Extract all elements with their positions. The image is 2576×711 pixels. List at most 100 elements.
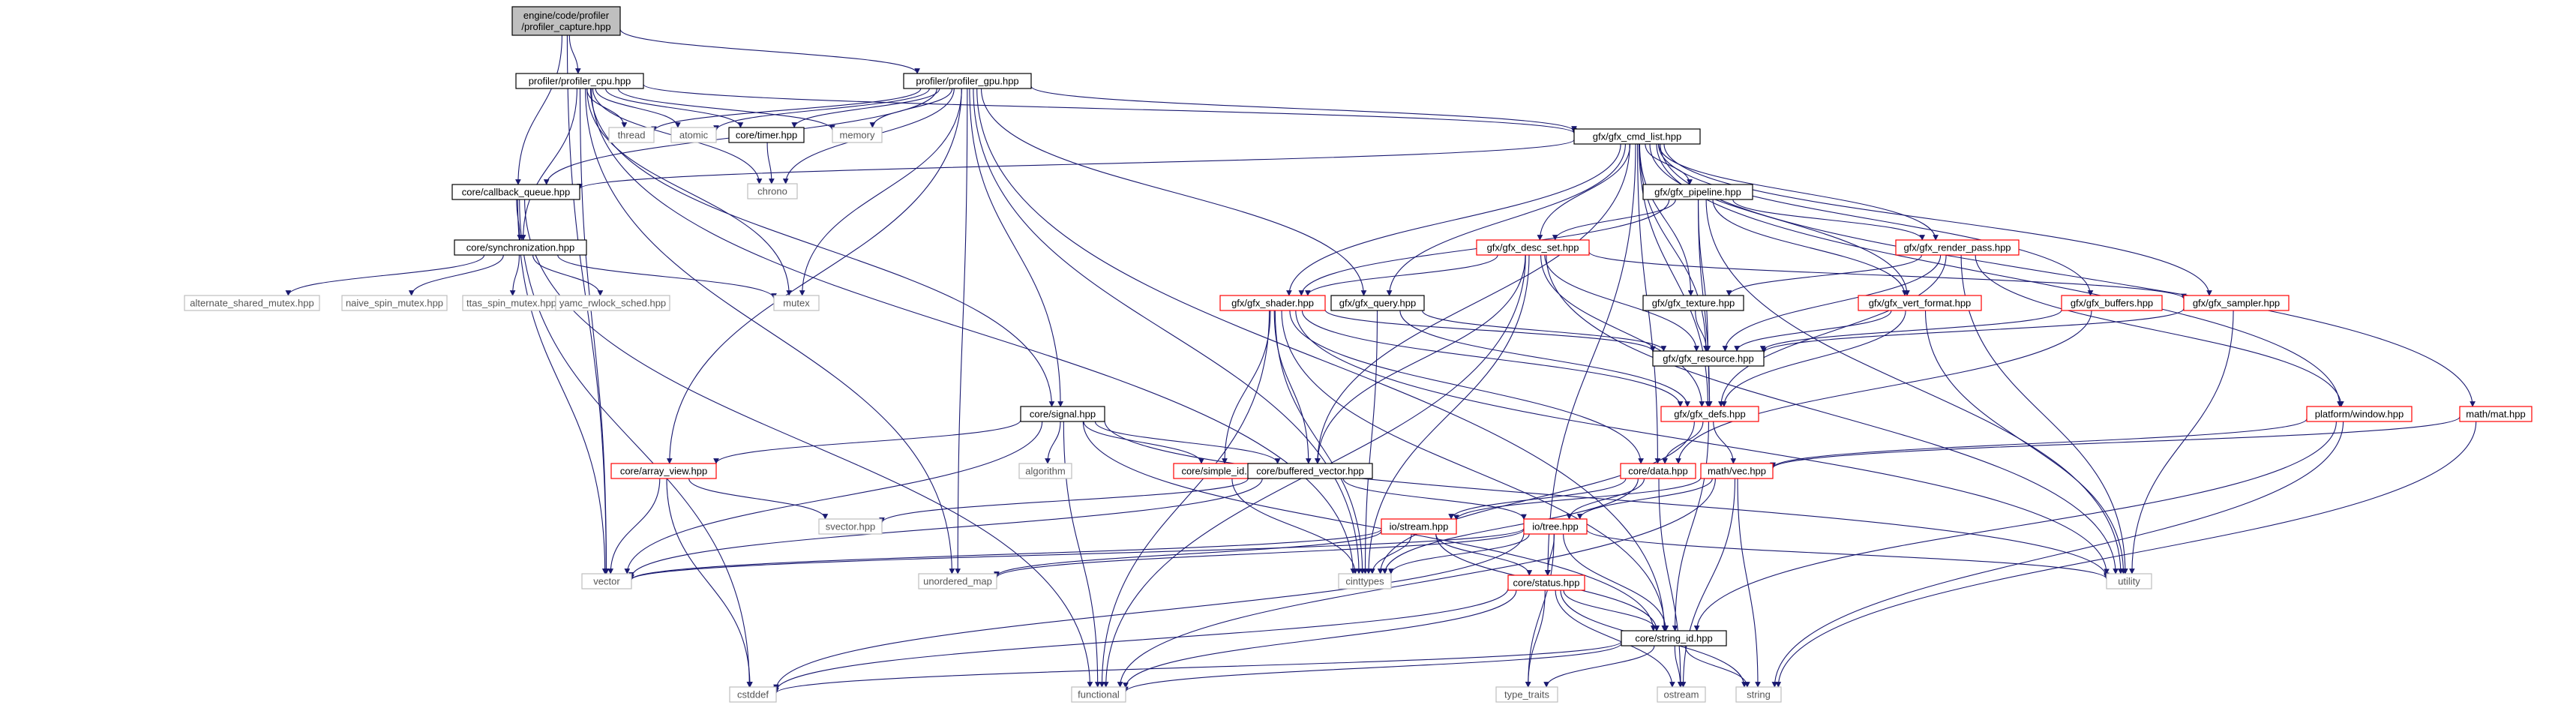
edge-p_cpu-to-sync — [520, 88, 577, 241]
node-box — [1381, 518, 1457, 535]
edge-vec-to-stream — [1453, 477, 1702, 521]
edge-tree-to-cstddef — [773, 532, 1525, 691]
node-buf-vec[interactable]: core/buffered_vector.hpp — [1247, 463, 1373, 479]
node-box — [1071, 686, 1126, 703]
node-label: gfx/gfx_pipeline.hpp — [1654, 187, 1741, 198]
node-stream[interactable]: io/stream.hpp — [1381, 518, 1457, 535]
node-label: utility — [2118, 576, 2140, 587]
node-box — [515, 73, 644, 89]
node-resource[interactable]: gfx/gfx_resource.hpp — [1652, 350, 1765, 367]
edge-desc_set-to-sampler — [1588, 251, 2187, 300]
node-cstddef: cstddef — [729, 686, 777, 703]
node-render-pass[interactable]: gfx/gfx_render_pass.hpp — [1895, 239, 2020, 256]
node-p-gpu[interactable]: profiler/profiler_gpu.hpp — [903, 73, 1032, 89]
node-label: gfx/gfx_sampler.hpp — [2193, 298, 2280, 309]
node-label: core/status.hpp — [1513, 578, 1580, 589]
node-tree[interactable]: io/tree.hpp — [1523, 518, 1588, 535]
node-label: core/signal.hpp — [1030, 409, 1096, 420]
edge-cmd_list-to-query — [1386, 143, 1626, 296]
node-box — [729, 686, 777, 703]
node-defs[interactable]: gfx/gfx_defs.hpp — [1660, 406, 1759, 422]
edge-desc_set-to-resource — [1544, 254, 1700, 352]
node-label: yamc_rwlock_sched.hpp — [559, 298, 666, 309]
node-vert-fmt[interactable]: gfx/gfx_vert_format.hpp — [1858, 295, 1982, 311]
node-box — [2183, 295, 2290, 311]
node-box — [1735, 686, 1782, 703]
node-box — [1652, 350, 1765, 367]
node-label: cstddef — [737, 689, 769, 700]
node-data[interactable]: core/data.hpp — [1620, 463, 1696, 479]
edge-p_cpu-to-vector — [579, 88, 610, 574]
node-label: math/vec.hpp — [1708, 466, 1766, 477]
edge-vec-to-ostream — [1680, 478, 1736, 688]
edge-render_pass-to-utility — [1960, 254, 2128, 574]
node-label: io/stream.hpp — [1390, 521, 1449, 532]
node-label: gfx/gfx_defs.hpp — [1674, 409, 1745, 420]
node-timer[interactable]: core/timer.hpp — [728, 127, 805, 143]
edge-sync-to-naive — [408, 254, 504, 296]
edge-root-to-cb_queue — [515, 34, 562, 185]
node-label: memory — [840, 130, 875, 141]
edge-shader-to-functional — [1099, 310, 1270, 688]
node-texture[interactable]: gfx/gfx_texture.hpp — [1642, 295, 1744, 311]
node-chrono: chrono — [747, 183, 798, 200]
node-cb-queue[interactable]: core/callback_queue.hpp — [451, 184, 580, 200]
node-label: gfx/gfx_shader.hpp — [1231, 298, 1314, 309]
node-window[interactable]: platform/window.hpp — [2306, 406, 2413, 422]
edge-sync-to-alt_mutex — [285, 254, 485, 296]
node-label: core/synchronization.hpp — [466, 242, 575, 254]
edge-p_gpu-to-atomic — [713, 88, 930, 131]
node-status[interactable]: core/status.hpp — [1507, 574, 1585, 591]
node-utility: utility — [2106, 573, 2152, 590]
edge-defs-to-vec — [1713, 421, 1737, 464]
node-box — [1657, 686, 1706, 703]
edge-vert_fmt-to-resource — [1734, 310, 1892, 352]
edge-window-to-string_id — [1693, 421, 2337, 632]
node-box — [1620, 463, 1696, 479]
edge-p_gpu-to-cinttypes — [973, 88, 1362, 574]
node-p-cpu[interactable]: profiler/profiler_cpu.hpp — [515, 73, 644, 89]
edge-p_cpu-to-umap — [585, 88, 955, 574]
node-shader[interactable]: gfx/gfx_shader.hpp — [1219, 295, 1326, 311]
node-vec[interactable]: math/vec.hpp — [1700, 463, 1774, 479]
node-label: /profiler_capture.hpp — [521, 21, 610, 32]
node-desc-set[interactable]: gfx/gfx_desc_set.hpp — [1476, 239, 1590, 256]
node-sync[interactable]: core/synchronization.hpp — [454, 239, 587, 256]
edge-desc_set-to-cinttypes — [1366, 254, 1530, 574]
edge-status-to-ostream — [1555, 590, 1675, 688]
node-string-id[interactable]: core/string_id.hpp — [1621, 630, 1727, 646]
edge-defs-to-data — [1662, 421, 1704, 464]
node-pipeline[interactable]: gfx/gfx_pipeline.hpp — [1642, 184, 1753, 200]
edge-p_gpu-to-array_view — [666, 88, 962, 464]
edge-tree-to-string_id — [1563, 533, 1669, 632]
node-label: gfx/gfx_desc_set.hpp — [1487, 242, 1579, 254]
node-cmd-list[interactable]: gfx/gfx_cmd_list.hpp — [1573, 128, 1701, 145]
edge-query-to-resource — [1422, 310, 1667, 352]
edge-cb_queue-to-functional — [524, 199, 1093, 688]
edge-query-to-defs — [1399, 310, 1690, 407]
node-root[interactable]: engine/code/profiler/profiler_capture.hp… — [511, 6, 621, 36]
edge-desc_set-to-utility — [1546, 254, 2119, 574]
node-sampler[interactable]: gfx/gfx_sampler.hpp — [2183, 295, 2290, 311]
node-buffers[interactable]: gfx/gfx_buffers.hpp — [2061, 295, 2163, 311]
node-box — [747, 183, 798, 200]
edge-root-to-p_cpu — [568, 34, 581, 74]
node-label: platform/window.hpp — [2315, 409, 2404, 420]
node-signal[interactable]: core/signal.hpp — [1020, 406, 1105, 422]
node-label: functional — [1078, 689, 1120, 700]
node-label: math/mat.hpp — [2466, 409, 2526, 420]
node-query[interactable]: gfx/gfx_query.hpp — [1330, 295, 1425, 311]
node-label: svector.hpp — [826, 521, 876, 532]
node-label: gfx/gfx_cmd_list.hpp — [1593, 131, 1682, 142]
node-mat[interactable]: math/mat.hpp — [2459, 406, 2533, 422]
edge-root-to-p_gpu — [619, 28, 920, 74]
node-label: string — [1747, 689, 1771, 700]
edge-vert_fmt-to-defs — [1721, 310, 1906, 407]
edge-string_id-to-ostream — [1674, 645, 1684, 688]
edge-shader-to-simple_id — [1222, 310, 1271, 464]
edge-data-to-stream — [1448, 478, 1627, 520]
node-array-view[interactable]: core/array_view.hpp — [610, 463, 717, 479]
node-box — [1642, 295, 1744, 311]
node-box — [2306, 406, 2413, 422]
edge-buffers-to-resource — [1759, 309, 2062, 352]
